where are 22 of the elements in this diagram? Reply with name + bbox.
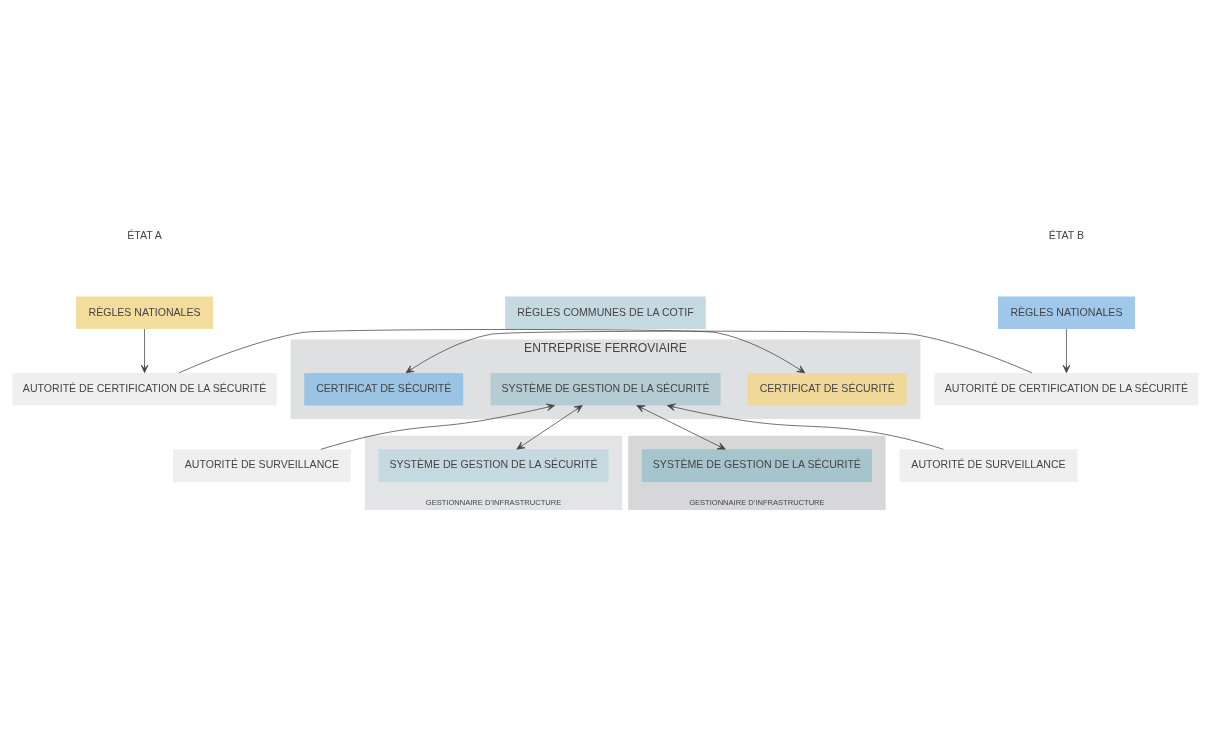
node-box: AUTORITÉ DE CERTIFICATION DE LA SÉCURITÉ (934, 372, 1199, 405)
label: ÉTAT B (1048, 228, 1085, 241)
node-box: CERTIFICAT DE SÉCURITÉ (304, 372, 464, 405)
arrow (516, 404, 583, 450)
arrow (405, 330, 1033, 373)
node-box: SYSTÈME DE GESTION DE LA SÉCURITÉ (641, 448, 872, 482)
node-box: SYSTÈME DE GESTION DE LA SÉCURITÉ (490, 372, 721, 405)
arrow (636, 404, 726, 450)
node-box: RÈGLES NATIONALES (997, 295, 1135, 329)
arrow (178, 328, 806, 373)
node-box: AUTORITÉ DE SURVEILLANCE (899, 448, 1078, 482)
arrow (140, 328, 149, 373)
node-box: CERTIFICAT DE SÉCURITÉ (747, 372, 907, 405)
arrow (1062, 328, 1071, 373)
node-box: RÈGLES NATIONALES (76, 295, 214, 329)
arrow (320, 403, 555, 450)
node-box: RÈGLES COMMUNES DE LA COTIF (505, 295, 706, 329)
node-box: AUTORITÉ DE SURVEILLANCE (172, 448, 351, 482)
node-box: SYSTÈME DE GESTION DE LA SÉCURITÉ (378, 448, 609, 482)
arrow (667, 403, 944, 450)
label: ÉTAT A (127, 228, 162, 241)
node-box: AUTORITÉ DE CERTIFICATION DE LA SÉCURITÉ (12, 372, 277, 405)
